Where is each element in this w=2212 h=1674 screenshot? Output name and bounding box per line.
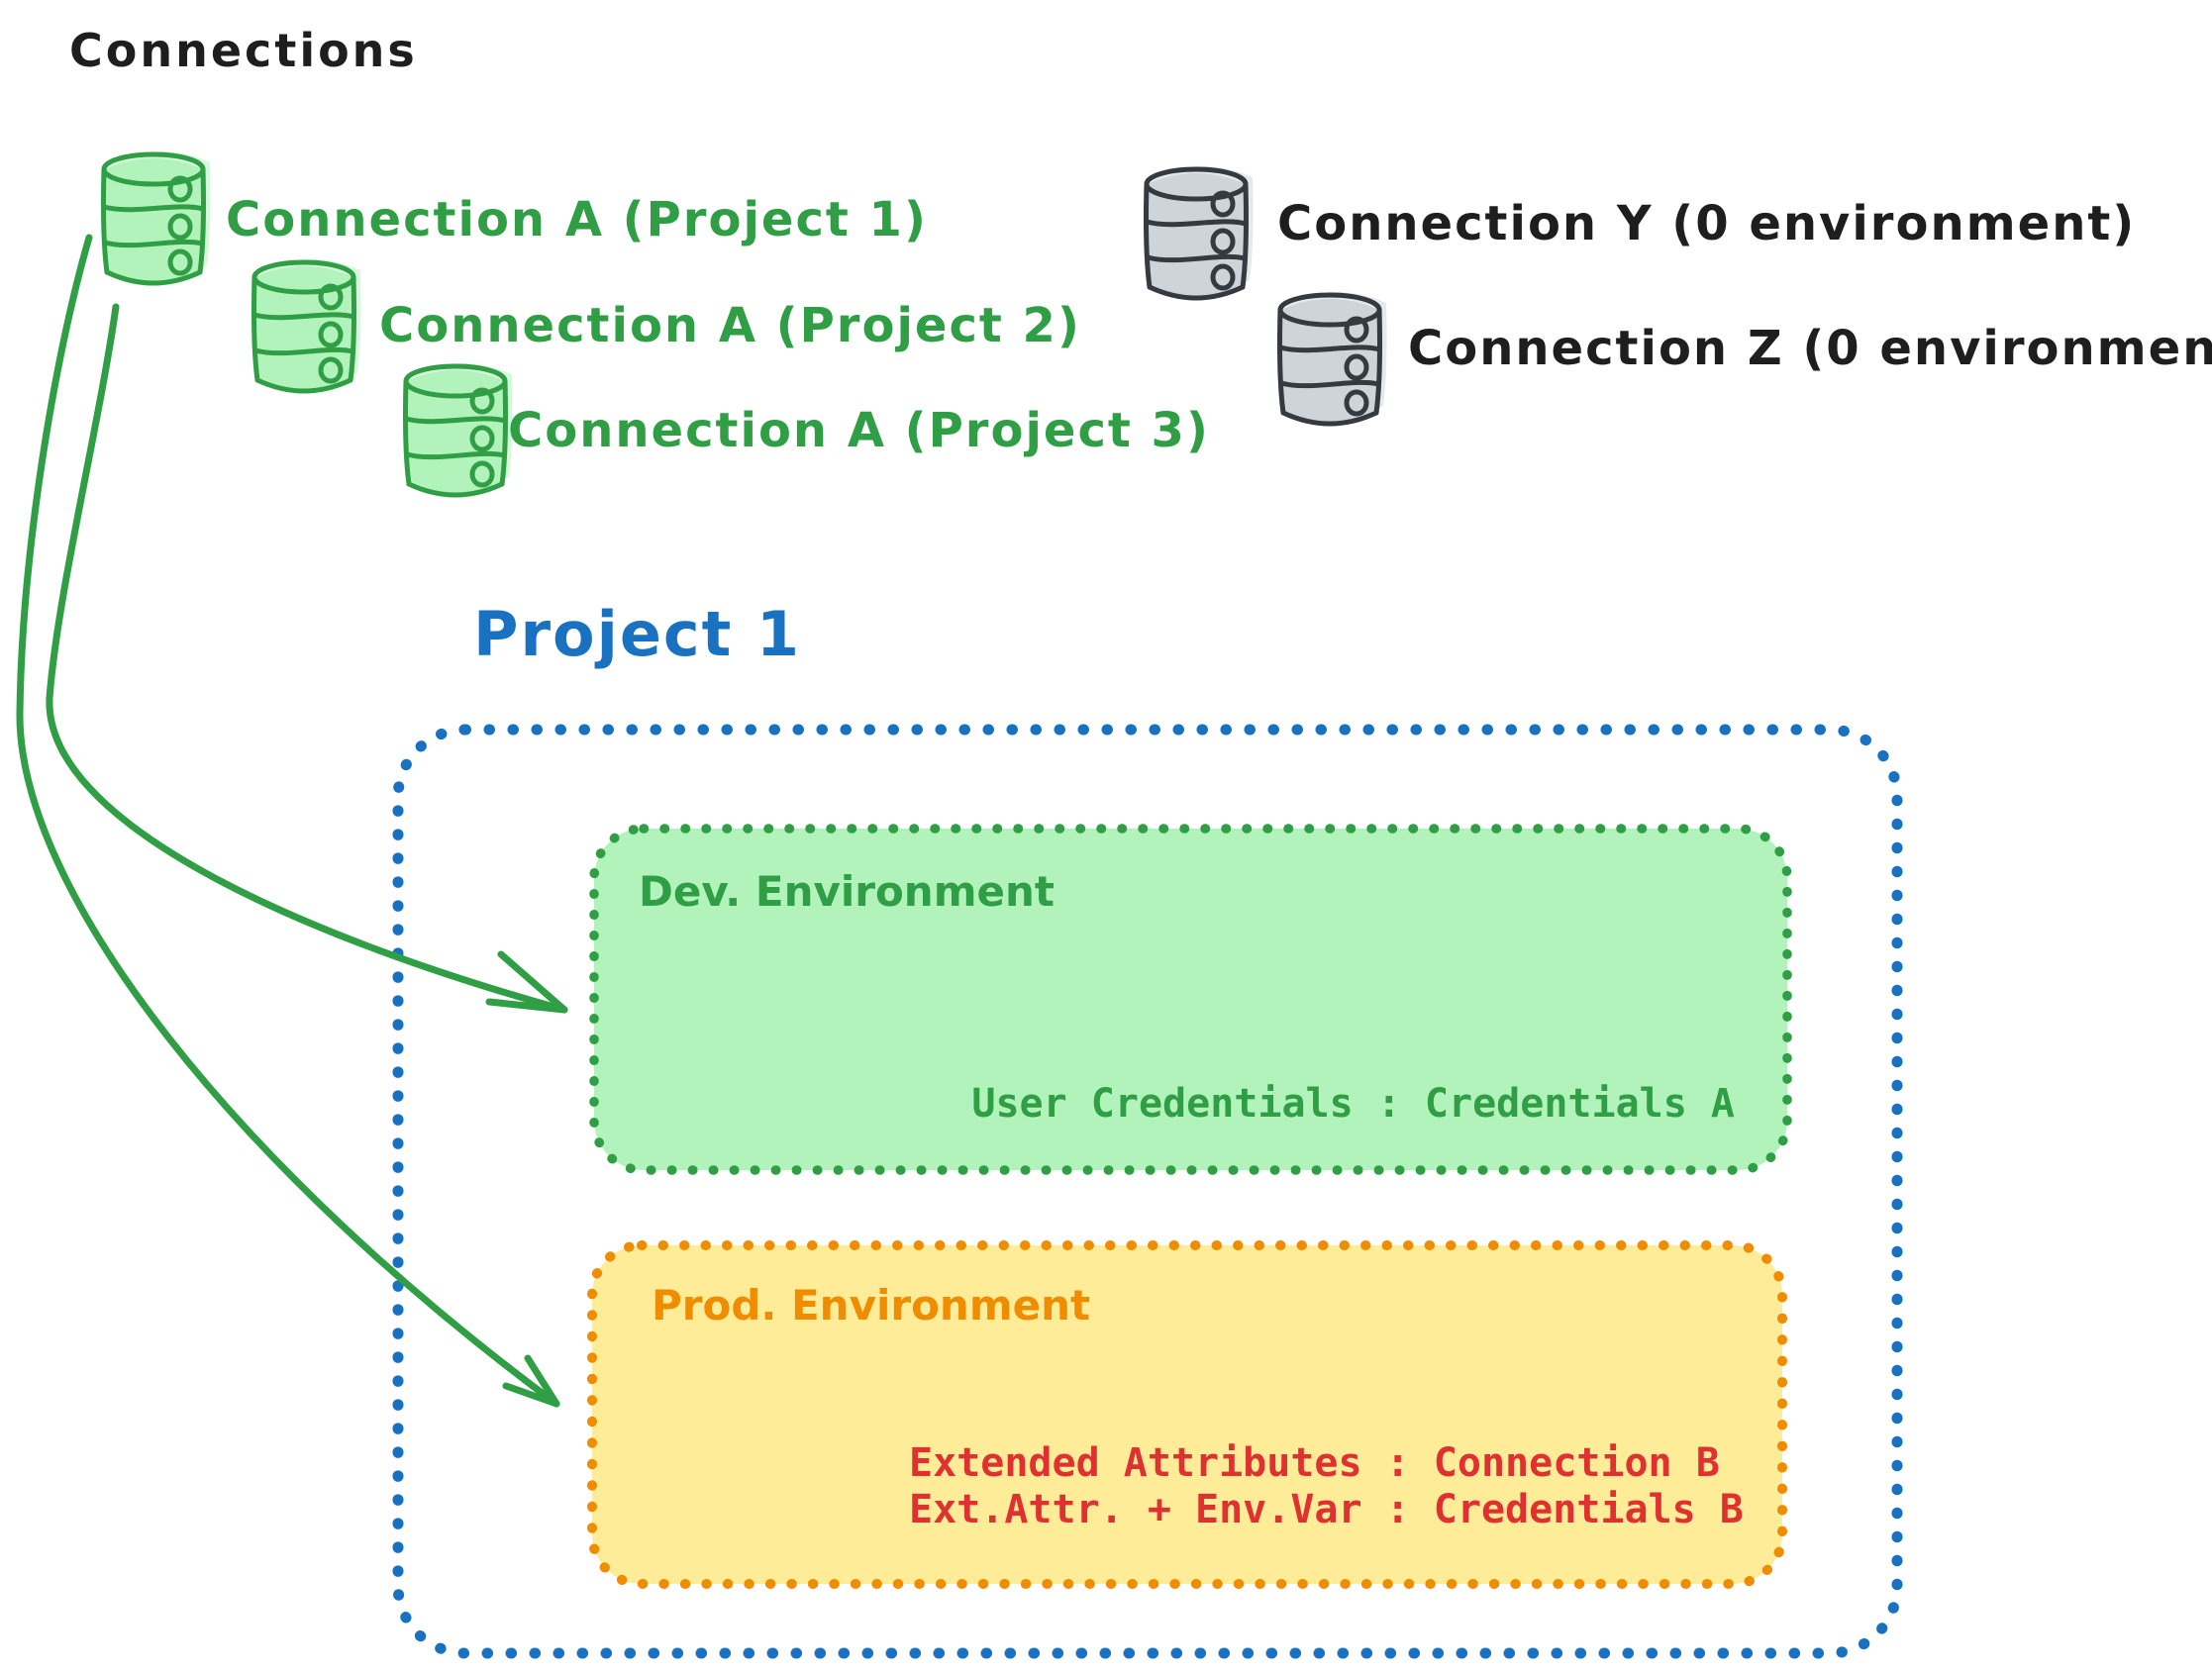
connection-a-project-1-label: Connection A (Project 1) [226, 192, 928, 247]
prod-environment-line-1: Extended Attributes : Connection B [909, 1440, 1720, 1486]
prod-environment-title: Prod. Environment [652, 1281, 1091, 1329]
database-icon-connection-z [1279, 292, 1387, 424]
connection-z-label: Connection Z (0 environment) [1408, 321, 2212, 376]
project-1-box [392, 724, 1903, 1659]
project-1-title: Project 1 [473, 598, 802, 670]
database-icon-connection-a-project-1 [103, 151, 211, 283]
prod-environment-box [587, 1240, 1787, 1589]
diagram-title: Connections [69, 24, 418, 77]
database-icon-connection-a-project-2 [253, 259, 361, 391]
dev-environment-title: Dev. Environment [639, 867, 1055, 916]
connection-y-label: Connection Y (0 environment) [1277, 196, 2137, 251]
dev-environment-credentials-line: User Credentials : Credentials A [971, 1081, 1735, 1127]
prod-environment-line-2: Ext.Attr. + Env.Var : Credentials B [909, 1487, 1744, 1532]
arrow-connection-a-to-prod [16, 234, 560, 1408]
prod-environment-credentials-block: Extended Attributes : Connection B Ext.A… [909, 1440, 1744, 1533]
database-icon-connection-y [1146, 166, 1254, 298]
database-icon-connection-a-project-3 [405, 363, 513, 495]
connection-a-project-3-label: Connection A (Project 3) [508, 403, 1210, 458]
arrow-connection-a-to-dev [46, 303, 568, 1014]
connection-a-project-2-label: Connection A (Project 2) [379, 298, 1081, 353]
dev-environment-box [589, 824, 1792, 1175]
